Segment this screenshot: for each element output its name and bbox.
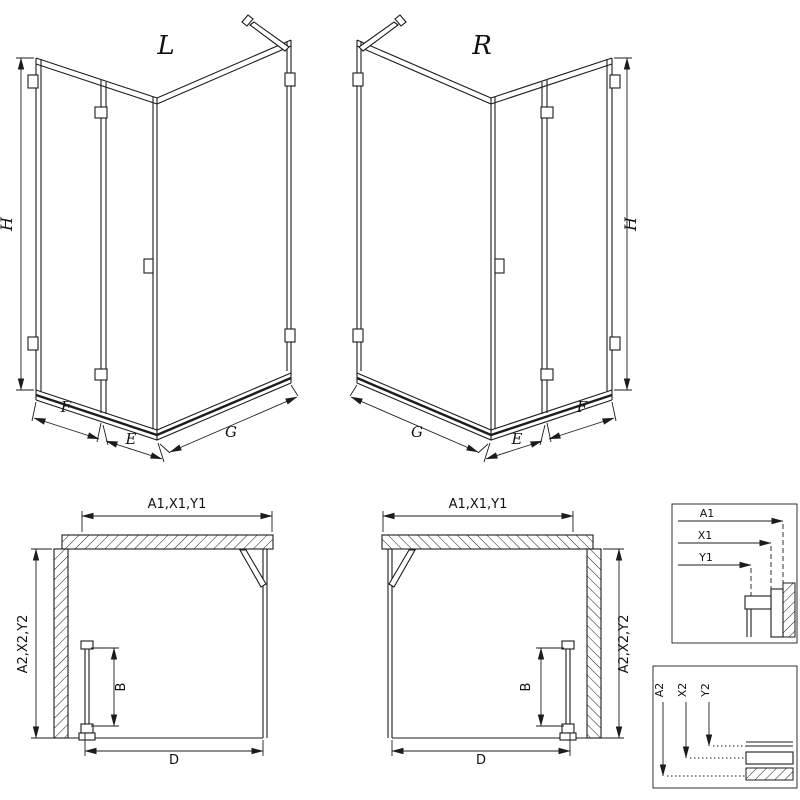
fixed-width-label-right: F <box>576 398 588 416</box>
plan-right-width-label: A1,X1,Y1 <box>449 497 508 512</box>
fixed-width-label-left: F <box>60 398 72 416</box>
plan-right-depth-label: A2,X2,Y2 <box>617 615 632 674</box>
detail-y1-label: Y1 <box>698 551 713 564</box>
variant-label-right: R <box>471 31 492 61</box>
iso-view-right: R H F E G <box>350 15 640 462</box>
detail-x1-label: X1 <box>698 529 713 542</box>
plan-view-right: A1,X1,Y1 A2,X2,Y2 B D <box>382 497 632 768</box>
detail-vertical-dimensions: A2 X2 Y2 <box>652 665 798 789</box>
height-dim-label-left: H <box>0 216 16 232</box>
plan-left-width-label: A1,X1,Y1 <box>148 497 207 512</box>
plan-right-entry-label: D <box>476 753 486 768</box>
plan-view-left: A1,X1,Y1 A2,X2,Y2 B D <box>16 497 273 768</box>
side-width-label-left: G <box>225 423 237 441</box>
door-width-label-right: E <box>511 430 523 448</box>
detail-a2-label: A2 <box>653 683 666 698</box>
plan-left-door-label: B <box>114 683 129 692</box>
variant-label-left: L <box>156 31 174 61</box>
door-width-label-left: E <box>125 430 137 448</box>
plan-geometry-right <box>382 511 624 756</box>
plan-left-depth-label: A2,X2,Y2 <box>16 615 31 674</box>
plan-left-entry-label: D <box>169 753 179 768</box>
detail-x2-label: X2 <box>676 683 689 698</box>
iso-view-left: L H F E G <box>0 15 298 462</box>
plan-right-door-label: B <box>519 683 534 692</box>
detail-y2-label: Y2 <box>699 683 712 698</box>
height-dim-label-right: H <box>621 216 640 232</box>
plan-geometry-left <box>31 511 273 756</box>
side-width-label-right: G <box>411 423 423 441</box>
detail-a1-label: A1 <box>700 507 715 520</box>
detail-horizontal-dimensions: A1 X1 Y1 <box>671 503 798 644</box>
iso-geometry-right <box>350 15 632 462</box>
iso-geometry-left <box>16 15 298 462</box>
